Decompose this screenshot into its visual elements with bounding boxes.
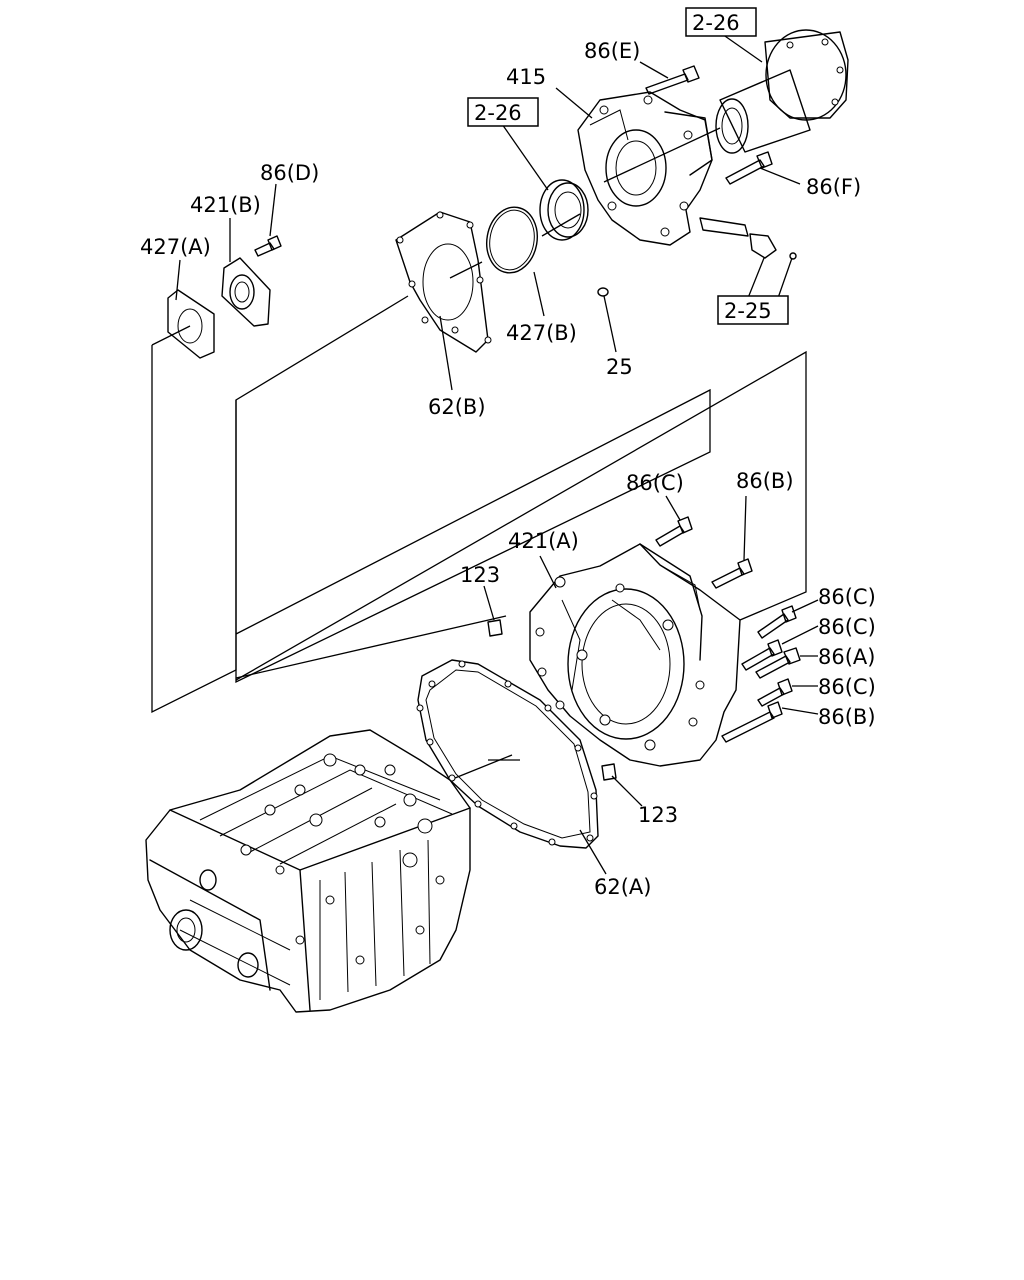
o-ring-427b (486, 206, 538, 274)
ref-box-2-26-top[interactable]: 2-26 (685, 7, 757, 37)
label-415: 415 (506, 65, 546, 89)
label-123-low: 123 (638, 803, 678, 827)
label-86f: 86(F) (806, 175, 861, 199)
gasket-427a (167, 289, 215, 359)
bolts-bell-housing (655, 516, 801, 743)
label-427a: 427(A) (140, 235, 211, 259)
rear-cover-415 (577, 91, 713, 246)
label-62a: 62(A) (594, 875, 651, 899)
label-86a: 86(A) (818, 645, 875, 669)
leader-lines (175, 33, 819, 875)
bolt-86f (725, 151, 773, 185)
ref-2-26-top-text: 2-26 (692, 11, 740, 35)
label-86b-top: 86(B) (736, 469, 794, 493)
ref-2-26-mid-text: 2-26 (474, 101, 522, 125)
dowel-123-low (601, 763, 617, 781)
label-421b: 421(B) (190, 193, 261, 217)
label-86c-2: 86(C) (818, 615, 876, 639)
label-123-top: 123 (460, 563, 500, 587)
ref-box-2-25[interactable]: 2-25 (717, 295, 789, 325)
transmission-case (145, 729, 471, 1013)
label-86c-top: 86(C) (626, 471, 684, 495)
label-427b: 427(B) (506, 321, 577, 345)
gasket-62a (416, 659, 599, 849)
ref-2-25-text: 2-25 (724, 299, 772, 323)
ref-box-2-26-mid[interactable]: 2-26 (467, 97, 539, 127)
dowel-123-top (487, 619, 503, 637)
label-86d: 86(D) (260, 161, 319, 185)
bell-housing-421a (529, 543, 741, 767)
sensor-2-25 (699, 217, 797, 260)
cover-421b (221, 257, 271, 327)
ring-25 (597, 287, 609, 297)
label-25: 25 (606, 355, 633, 379)
label-86b-low: 86(B) (818, 705, 876, 729)
explode-guides (151, 127, 807, 779)
bolt-86e (645, 65, 700, 95)
gasket-62b (395, 211, 492, 353)
bolt-86d (254, 235, 282, 257)
output-flange (715, 29, 849, 154)
label-86e: 86(E) (584, 39, 640, 63)
label-86c-3: 86(C) (818, 675, 876, 699)
oil-seal (539, 179, 589, 241)
label-62b: 62(B) (428, 395, 486, 419)
label-421a: 421(A) (508, 529, 579, 553)
label-86c-1: 86(C) (818, 585, 876, 609)
